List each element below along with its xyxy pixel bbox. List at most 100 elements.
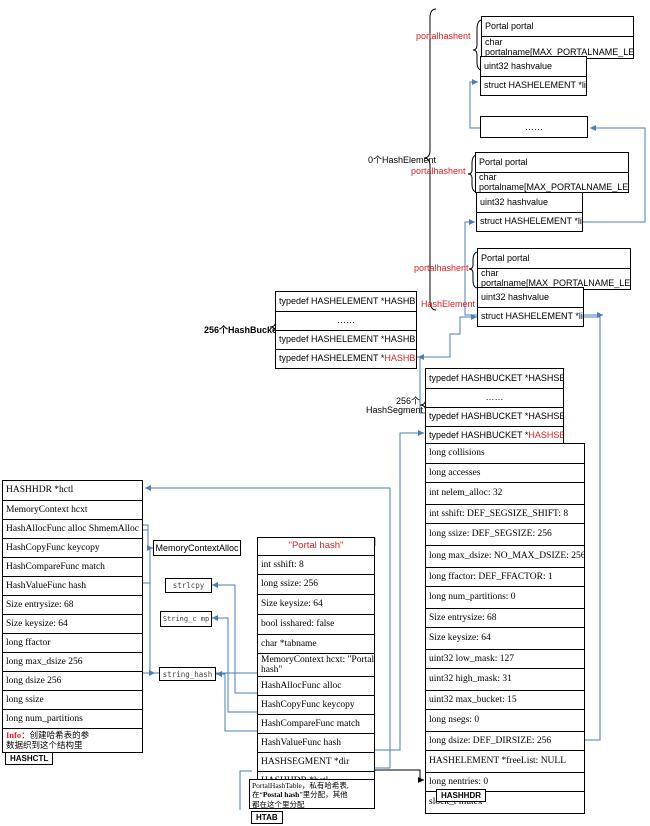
bucket-entry-last: typedef HASHELEMENT *HASHBUCKET — [276, 349, 416, 368]
hashhdr-field: uint32 low_mask: 127 — [426, 649, 584, 668]
hashhdr-field: long dsize: DEF_DIRSIZE: 256 — [426, 731, 584, 750]
segment-entry-name: HASHSEGMENT — [528, 430, 563, 441]
connector-match-to-stringcmp — [212, 615, 258, 713]
htab-field: HashCopyFunc keycopy — [258, 695, 374, 714]
bucket-entry-type: typedef HASHELEMENT * — [279, 353, 385, 364]
portalhashent-label-1: portalhashent — [416, 31, 471, 41]
hashctl-field: HashCompareFunc match — [3, 557, 142, 576]
hashhdr-struct: long collisions long accesses int nelem_… — [425, 443, 585, 814]
hashhdr-field: long accesses — [426, 463, 584, 482]
hashctl-info-bold: Info — [6, 729, 22, 740]
hashhdr-field: long ffactor: DEF_FFACTOR: 1 — [426, 567, 584, 586]
htab-field: HASHSEGMENT *dir — [258, 752, 374, 771]
connector-hctl-to-hashhdr — [145, 485, 391, 769]
hashctl-field: long num_partitions — [3, 709, 142, 728]
htab-field: long ssize: 256 — [258, 574, 374, 594]
hashhdr-field: uint32 max_bucket: 15 — [426, 690, 584, 709]
element-hashvalue-field: uint32 hashvalue — [480, 196, 549, 207]
segment-entry: typedef HASHBUCKET *HASHSEGMENT — [426, 407, 563, 426]
htab-note-line-3: 都在这个里分配 — [252, 799, 305, 809]
htab-field: int sshift: 8 — [258, 555, 374, 574]
connector-alloc-to-mcx — [143, 524, 153, 551]
bucket-ellipsis: …… — [276, 311, 416, 330]
htab-hcxt-field: MemoryContext hcxt: "Portal hash" — [258, 653, 374, 676]
hash-element-2-tail: uint32 hashvalue struct HASHELEMENT *lin… — [476, 192, 583, 232]
htab-field: HashCompareFunc match — [258, 714, 374, 733]
hash-element-3: Portal portal char portalname[MAX_PORTAL… — [477, 248, 631, 290]
element-link-field: struct HASHELEMENT *link — [477, 212, 582, 231]
connector-hctl-to-mutex — [374, 769, 424, 783]
hashctl-field: long ssize — [3, 690, 142, 709]
hashctl-struct: HASHHDR *hctl MemoryContext hcxt HashAll… — [2, 480, 143, 753]
hashctl-field: HashValueFunc hash — [3, 576, 142, 595]
hash-element-ellipsis: …… — [480, 116, 588, 138]
hashelement-label: HashElement — [421, 299, 476, 309]
hashhdr-field: long ssize: DEF_SEGSIZE: 256 — [426, 523, 584, 545]
connector-freelist — [584, 316, 601, 741]
hashctl-field: long ffactor — [3, 633, 142, 652]
element-hashvalue-field: uint32 hashvalue — [481, 291, 550, 302]
hashhdr-field: long nentries: 0 — [426, 772, 584, 791]
connector-htab-note — [239, 770, 252, 810]
segment-entry-last: typedef HASHBUCKET *HASHSEGMENT — [426, 426, 563, 445]
memory-context-alloc-box: MemoryContextAlloc — [153, 540, 241, 556]
htab-hcxt-line-1: MemoryContext hcxt: "Portal — [261, 654, 374, 665]
brace-hashelements — [423, 8, 437, 311]
element-portalname-name: portalname[MAX_PORTALNAME_LEN] — [479, 181, 628, 192]
htab-field: char *tabname — [258, 634, 374, 653]
connector-ellipsis-to-element1 — [469, 79, 480, 129]
brace-entry3 — [468, 251, 479, 289]
element-portalname-name: portalname[MAX_PORTALNAME_LEN] — [481, 278, 630, 288]
element-portal-field: Portal portal — [485, 20, 534, 31]
portalhashent-label-2: portalhashent — [411, 166, 466, 176]
connector-bucket-to-element3 — [416, 314, 477, 358]
htab-field: bool isshared: false — [258, 614, 374, 634]
portalhashent-label-3: portalhashent — [414, 263, 469, 273]
hashhdr-field: long collisions — [429, 448, 485, 459]
hashctl-field: long dsize 256 — [3, 671, 142, 690]
htab-note: PortalHashTable，私有哈希表, 在“Postal hash”里分配… — [249, 779, 375, 809]
htab-note-line-1: PortalHashTable，私有哈希表, — [252, 781, 349, 790]
element-portalname-field: char portalname[MAX_PORTALNAME_LEN] — [476, 172, 628, 192]
bucket-entry: typedef HASHELEMENT *HASHBUCKET — [276, 330, 416, 349]
element-portalname-type: char — [481, 268, 499, 279]
hashctl-field: MemoryContext hcxt — [3, 500, 142, 519]
hashbucket-count-label: 256个HashBucket — [204, 325, 281, 335]
htab-note-text-b: ”里分配，其他 — [299, 790, 348, 800]
htab-hcxt-line-2: hash" — [261, 665, 283, 675]
hash-element-3-tail: uint32 hashvalue struct HASHELEMENT *lin… — [477, 287, 584, 327]
element-link-field: struct HASHELEMENT *link — [478, 307, 583, 326]
hashhdr-tag: HASHHDR — [436, 789, 486, 802]
hashctl-field: HashCopyFunc keycopy — [3, 538, 142, 557]
segment-entry: typedef HASHBUCKET *HASHSEGMENT — [429, 372, 563, 383]
hashctl-field: Size keysize: 64 — [3, 614, 142, 633]
bucket-entry: typedef HASHELEMENT *HASHBUCKET — [279, 295, 416, 306]
hashhdr-field: HASHELEMENT *freeList: NULL — [426, 750, 584, 772]
connector-keycopy-to-strlcpy — [212, 582, 258, 694]
connector-link2-to-ellipsis — [582, 125, 646, 223]
hashctl-info: Info：创建哈希表的参 数据织到这个结构里 — [3, 728, 142, 752]
htab-tabname-value: "Portal hash" — [288, 540, 344, 552]
hashctl-field: Size entrysize: 68 — [3, 595, 142, 614]
element-hashvalue-field: uint32 hashvalue — [484, 60, 553, 71]
brace-entry1 — [472, 19, 483, 71]
hashctl-field: HASHHDR *hctl — [6, 485, 74, 496]
hash-element-2: Portal portal char portalname[MAX_PORTAL… — [475, 152, 629, 193]
hashsegment-count-label-1: 256个 — [396, 396, 421, 406]
brace-entry2 — [467, 154, 478, 193]
connector-hash-to-stringhash — [216, 671, 258, 732]
hashhdr-field: long num_partitions: 0 — [426, 586, 584, 608]
hashctl-field: HashAllocFunc alloc ShmemAlloc — [3, 519, 142, 538]
connector-link3-to-element2 — [464, 219, 478, 316]
element-portalname-name: portalname[MAX_PORTALNAME_LEN] — [485, 46, 633, 57]
element-portalname-field: char portalname[MAX_PORTALNAME_LEN] — [482, 36, 633, 58]
hashelement-count-label: 0个HashElement — [368, 155, 437, 165]
htab-field: Size keysize: 64 — [258, 594, 374, 614]
htab-struct: "Portal hash" int sshift: 8 long ssize: … — [257, 537, 375, 792]
hashctl-info-line-1: Info：创建哈希表的参 — [6, 729, 89, 741]
hashhdr-field: long max_dsize: NO_MAX_DSIZE: 256 — [426, 545, 584, 567]
htab-note-text-a: 在“ — [252, 790, 263, 800]
string-hash-func-box: string_hash — [159, 667, 216, 681]
element-portal-field: Portal portal — [481, 252, 530, 263]
